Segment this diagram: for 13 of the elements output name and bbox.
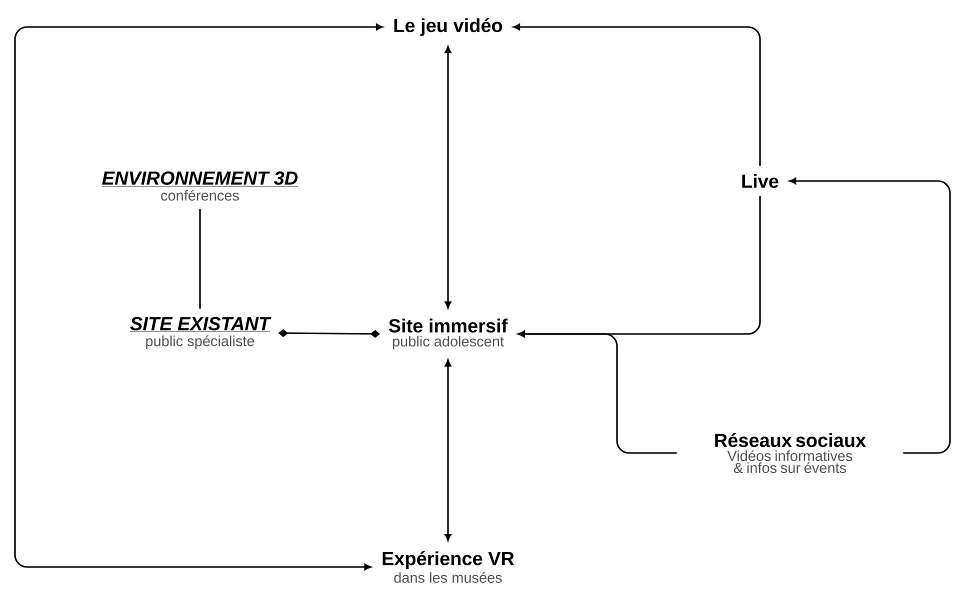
node-label: Expérience VR dans les musées bbox=[382, 551, 514, 583]
arrow bbox=[513, 24, 761, 166]
arrow bbox=[518, 330, 677, 454]
node-label: Live bbox=[742, 174, 778, 188]
node-label: Le jeu vidéo bbox=[394, 18, 502, 36]
node-label: Réseaux sociaux Vidéos informatives & infos sur évents bbox=[715, 432, 866, 474]
arrow bbox=[444, 46, 452, 308]
node-label: ENVIRONNEMENT 3D conférences bbox=[102, 171, 298, 201]
node-label: Site immersif public adolescent bbox=[388, 318, 508, 350]
arrow bbox=[444, 360, 452, 541]
arrow bbox=[789, 178, 951, 454]
arrow bbox=[14, 24, 383, 570]
node-label: SITE EXISTANT public spécialiste bbox=[130, 316, 272, 350]
